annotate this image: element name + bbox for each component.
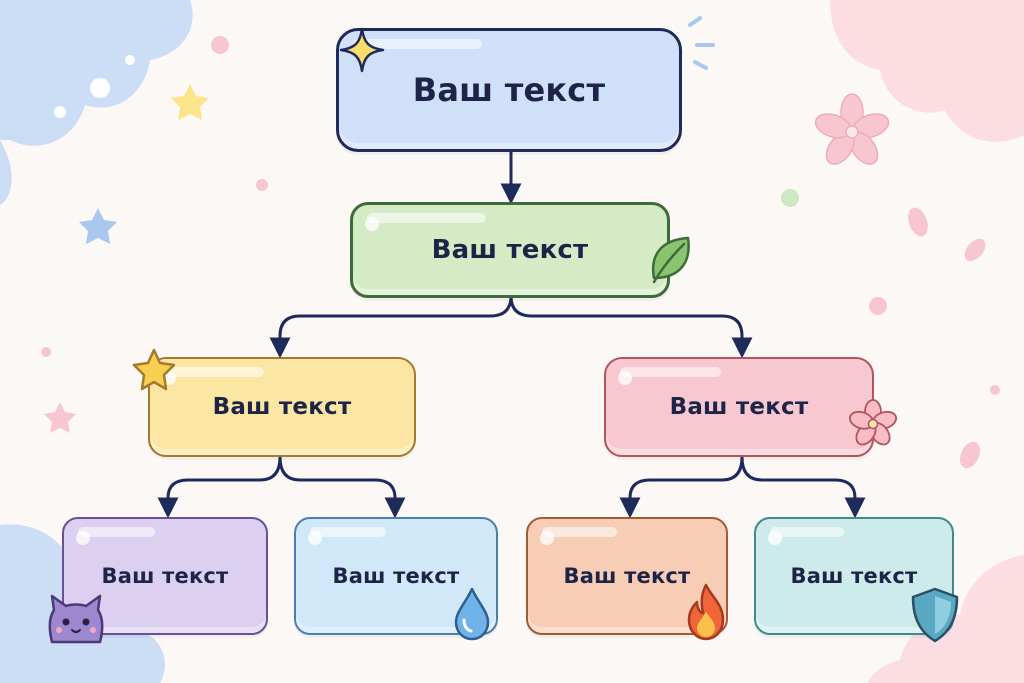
node-right[interactable]: Ваш текст [604, 357, 874, 457]
node-root[interactable]: Ваш текст [336, 28, 682, 152]
node-label: Ваш текст [563, 564, 691, 588]
node-label: Ваш текст [669, 394, 809, 420]
edge-right-leaf4 [740, 455, 866, 519]
node-left[interactable]: Ваш текст [148, 357, 416, 457]
water-drop-icon [454, 587, 490, 641]
node-leaf4[interactable]: Ваш текст [754, 517, 954, 635]
shield-icon [911, 587, 959, 643]
leaf-icon [651, 236, 690, 284]
node-level2[interactable]: Ваш текст [350, 202, 670, 298]
edge-right-leaf3 [619, 455, 744, 519]
sparkle-icon [339, 27, 385, 73]
edge-level2-left [269, 294, 513, 359]
edge-left-leaf1 [157, 455, 282, 519]
fire-icon [687, 583, 725, 641]
star-icon [132, 348, 176, 391]
node-label: Ваш текст [101, 564, 229, 588]
sakura-icon [849, 399, 897, 446]
node-label: Ваш текст [431, 235, 589, 265]
node-label: Ваш текст [332, 564, 460, 588]
edge-left-leaf2 [278, 455, 406, 519]
node-label: Ваш текст [212, 394, 352, 420]
cat-icon [48, 594, 104, 644]
node-label: Ваш текст [790, 564, 918, 588]
node-label: Ваш текст [412, 71, 606, 109]
edge-level2-right [509, 294, 753, 359]
